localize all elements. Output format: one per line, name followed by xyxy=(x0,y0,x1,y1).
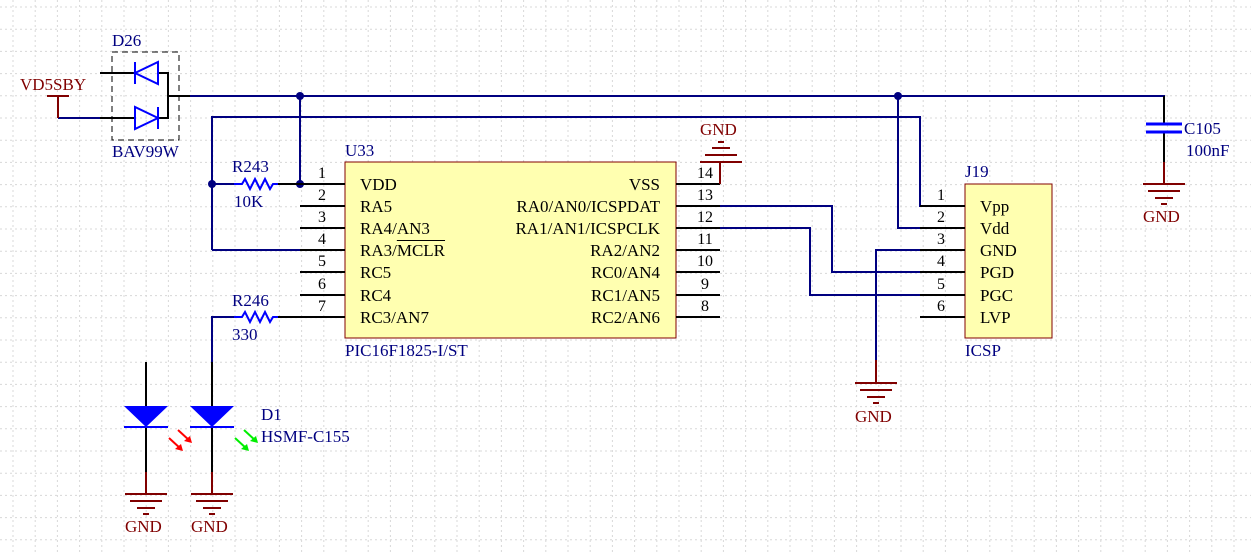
u33-designator: U33 xyxy=(345,141,375,160)
r246-symbol[interactable] xyxy=(234,309,278,325)
j19-pin-number: 4 xyxy=(937,253,945,270)
u33-body[interactable] xyxy=(344,161,677,339)
gnd-label: GND xyxy=(700,120,737,139)
u33-pin-number: 9 xyxy=(701,276,709,293)
pin-name-active-low: MCLR xyxy=(396,241,446,260)
u33-pin-number: 13 xyxy=(697,187,713,204)
gnd-label: GND xyxy=(125,517,162,536)
diode-top-icon xyxy=(132,60,159,86)
u33-pin-number: 12 xyxy=(697,209,713,226)
vd5sby-label: VD5SBY xyxy=(20,75,87,94)
gnd-icon[interactable] xyxy=(125,472,167,515)
gnd-label: GND xyxy=(191,517,228,536)
u33-pin-name: RC1/AN5 xyxy=(591,286,660,305)
gnd-icon[interactable] xyxy=(191,472,233,515)
j19-pin-name: PGD xyxy=(980,263,1015,282)
j19-pin-number: 5 xyxy=(937,276,945,293)
r243-value: 10K xyxy=(234,192,264,211)
u33-pin-number: 5 xyxy=(318,253,326,270)
wire-vdd-rail xyxy=(190,95,1165,118)
j19-pin-number: 3 xyxy=(937,231,945,248)
u33-pin-number: 8 xyxy=(701,298,709,315)
r246-value: 330 xyxy=(232,325,258,344)
junction-dot xyxy=(296,92,304,100)
u33-pin-number: 11 xyxy=(697,231,713,248)
u33-pin-name: RC0/AN4 xyxy=(591,263,660,282)
gnd-label: GND xyxy=(855,407,892,426)
u33-pin-name: RC3/AN7 xyxy=(360,308,429,327)
pin-name-prefix: RA3/ xyxy=(360,241,397,260)
u33-pin-number: 3 xyxy=(318,209,326,226)
d26-value: BAV99W xyxy=(112,142,179,161)
r243-symbol[interactable] xyxy=(234,176,278,192)
d26-designator: D26 xyxy=(112,31,142,50)
gnd-label: GND xyxy=(1143,207,1180,226)
d1-green-led-icon[interactable] xyxy=(190,406,258,451)
pin-lines xyxy=(100,72,1165,472)
j19-pin-number: 6 xyxy=(937,298,945,315)
j19-part: ICSP xyxy=(965,341,1001,360)
wire-icspdat xyxy=(720,205,943,273)
u33-pin-name: RC4 xyxy=(360,286,392,305)
u33-pin-number: 2 xyxy=(318,187,326,204)
diode-bottom-icon xyxy=(134,105,161,131)
j19-pin-name: LVP xyxy=(980,308,1011,327)
j19-pin-name: Vpp xyxy=(980,197,1010,216)
j19-pin-name: PGC xyxy=(980,286,1014,305)
u33-pin-name: VSS xyxy=(628,175,660,194)
vd5sby-port-icon[interactable] xyxy=(47,95,69,118)
gnd-icon[interactable] xyxy=(1143,162,1185,205)
d1-value: HSMF-C155 xyxy=(261,427,350,446)
j19-pin-name: GND xyxy=(980,241,1017,260)
u33-pin-name: RA5 xyxy=(360,197,393,216)
u33-pin-number: 1 xyxy=(318,165,326,182)
u33-pin-name: RA3/MCLR xyxy=(360,242,445,259)
u33-pin-name: RA1/AN1/ICSPCLK xyxy=(515,219,660,238)
u33-pin-number: 10 xyxy=(697,253,713,270)
u33-pin-name: RA2/AN2 xyxy=(590,241,660,260)
u33-pin-name: RA0/AN0/ICSPDAT xyxy=(516,197,660,216)
c105-symbol[interactable] xyxy=(1146,122,1182,134)
r246-designator: R246 xyxy=(232,291,269,310)
d26-symbol[interactable] xyxy=(132,60,161,131)
u33-pin-number: 14 xyxy=(697,165,713,182)
j19-pin-number: 2 xyxy=(937,209,945,226)
u33-pin-name: RC5 xyxy=(360,263,392,282)
d1-red-led-icon[interactable] xyxy=(124,406,192,451)
r243-designator: R243 xyxy=(232,157,269,176)
gnd-icon[interactable] xyxy=(855,360,897,404)
u33-pin-number: 4 xyxy=(318,231,326,248)
d1-designator: D1 xyxy=(261,405,282,424)
junction-dot xyxy=(894,92,902,100)
j19-body[interactable] xyxy=(964,183,1053,339)
j19-designator: J19 xyxy=(965,162,989,181)
c105-designator: C105 xyxy=(1184,119,1221,138)
wire-r246-led xyxy=(211,316,234,362)
u33-pin-number: 7 xyxy=(318,298,326,315)
u33-part: PIC16F1825-I/ST xyxy=(345,341,468,360)
u33-pin-name: VDD xyxy=(360,175,397,194)
u33-pin-name: RC2/AN6 xyxy=(591,308,660,327)
u33-pin-name: RA4/AN3 xyxy=(360,219,430,238)
junction-dot xyxy=(208,180,216,188)
j19-pin-name: Vdd xyxy=(980,219,1010,238)
j19-pin-number: 1 xyxy=(937,187,945,204)
u33-pin-number: 6 xyxy=(318,276,326,293)
gnd-icon[interactable] xyxy=(700,141,742,184)
c105-value: 100nF xyxy=(1186,141,1230,160)
